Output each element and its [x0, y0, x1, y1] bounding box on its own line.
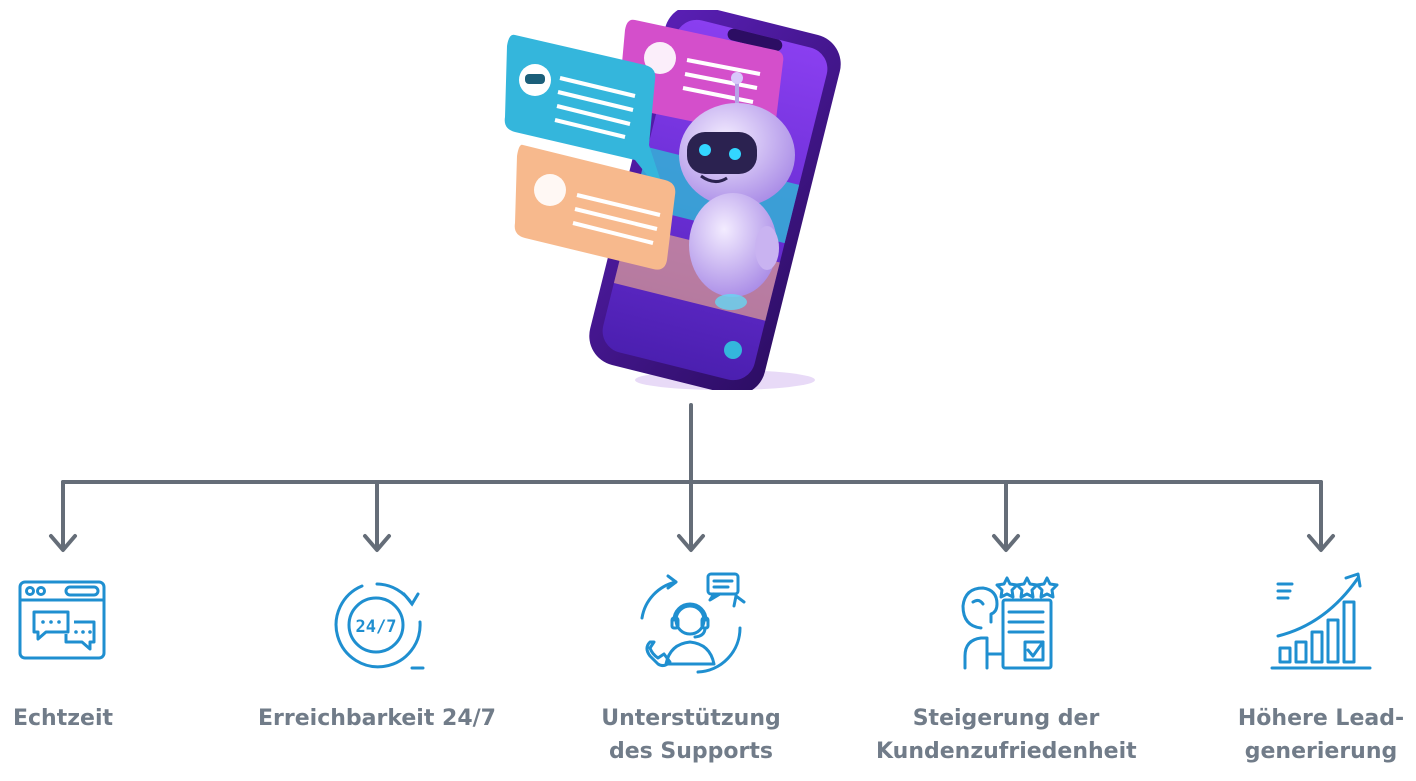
branch-arrow-echtzeit — [49, 480, 77, 552]
chat-bubble-bot — [504, 34, 667, 200]
chat-bubble-user-bottom — [514, 144, 676, 270]
benefit-label-zufriedenheit: Steigerung der Kundenzufriedenheit — [876, 706, 1137, 764]
benefit-label-lead: Höhere Lead- generierung — [1237, 706, 1405, 764]
branch-arrow-support — [677, 480, 705, 552]
benefit-label-echtzeit: Echtzeit — [12, 706, 114, 731]
clock-24-7-text: 24/7 — [356, 617, 397, 637]
mini-robot-icon — [724, 341, 742, 359]
chatbot-phone-illustration — [504, 10, 841, 390]
customer-rating-icon — [961, 576, 1059, 670]
growth-chart-icon — [1270, 572, 1372, 670]
branch-arrow-lead — [1307, 480, 1335, 552]
browser-chat-icon — [18, 580, 106, 660]
support-agent-icon — [640, 572, 746, 674]
branch-arrow-zufriedenheit — [992, 480, 1020, 552]
robot — [679, 72, 795, 310]
clock-24-7-icon: 24/7 — [334, 582, 425, 670]
benefit-label-support: Unterstützung des Supports — [601, 706, 781, 764]
branch-arrow-erreichbarkeit — [363, 480, 391, 552]
benefit-label-erreichbarkeit: Erreichbarkeit 24/7 — [258, 706, 496, 731]
